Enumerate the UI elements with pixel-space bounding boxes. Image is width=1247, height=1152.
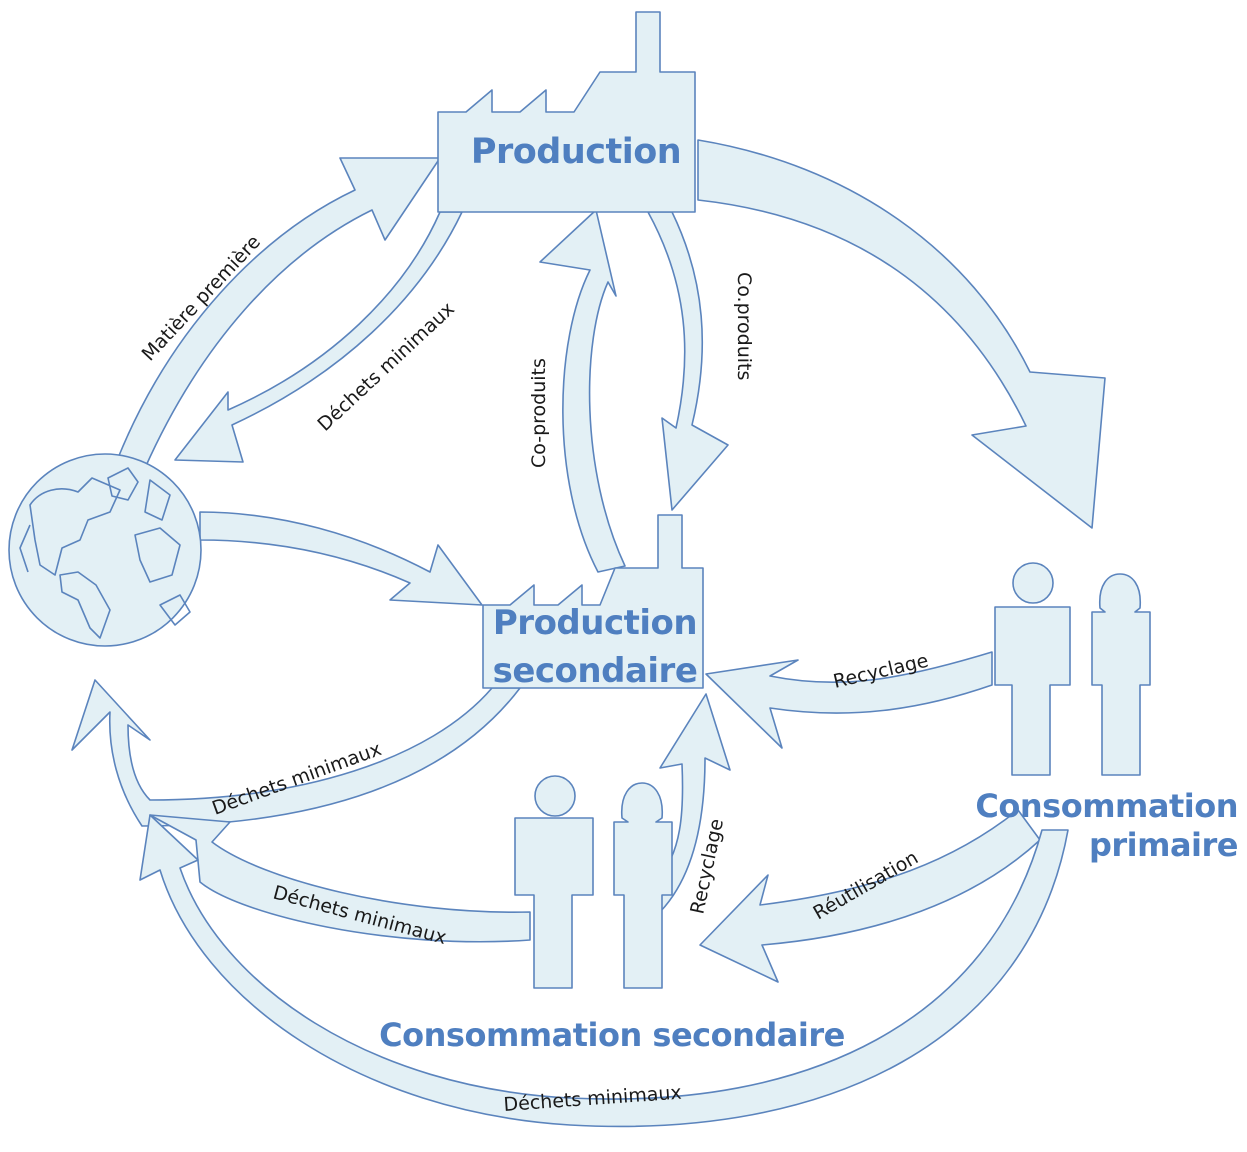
flow-arrow-coproduits-down [647,211,729,511]
label-coproduits-down: Co.produits [733,272,755,380]
consommation-secondaire-title: Consommation secondaire [379,1016,845,1054]
flow-arrow-dechets-consommation-secondaire [149,814,531,943]
flow-arrow-recyclage-secondaire [655,693,731,913]
production-secondaire-title-line2: secondaire [493,651,698,691]
consommation-primaire-people-icon [994,562,1151,776]
production-secondaire-factory-icon [482,514,704,689]
production-secondaire-title-line1: Production [493,603,697,643]
consommation-secondaire-people-icon [514,775,673,989]
flow-arrow-dechets-production [174,211,463,463]
flow-arrow-production-consommation [697,139,1106,529]
flow-arrow-recyclage-primaire [705,651,993,749]
flow-arrow-earth-production-secondaire [199,511,483,606]
flow-arrow-dechets-production-secondaire [71,679,521,827]
flow-arrow-coproduits-up [539,209,626,573]
flow-arrow-dechets-consommation-primaire [139,814,1069,1128]
consommation-primaire-title-line1: Consommation [975,787,1238,825]
production-factory-icon [437,11,696,213]
consommation-primaire-title-line2: primaire [1089,826,1238,864]
label-coproduits-up: Co-produits [528,358,550,468]
production-title: Production [471,132,681,172]
earth-icon [8,453,202,647]
flow-arrow-reutilisation [699,809,1041,983]
